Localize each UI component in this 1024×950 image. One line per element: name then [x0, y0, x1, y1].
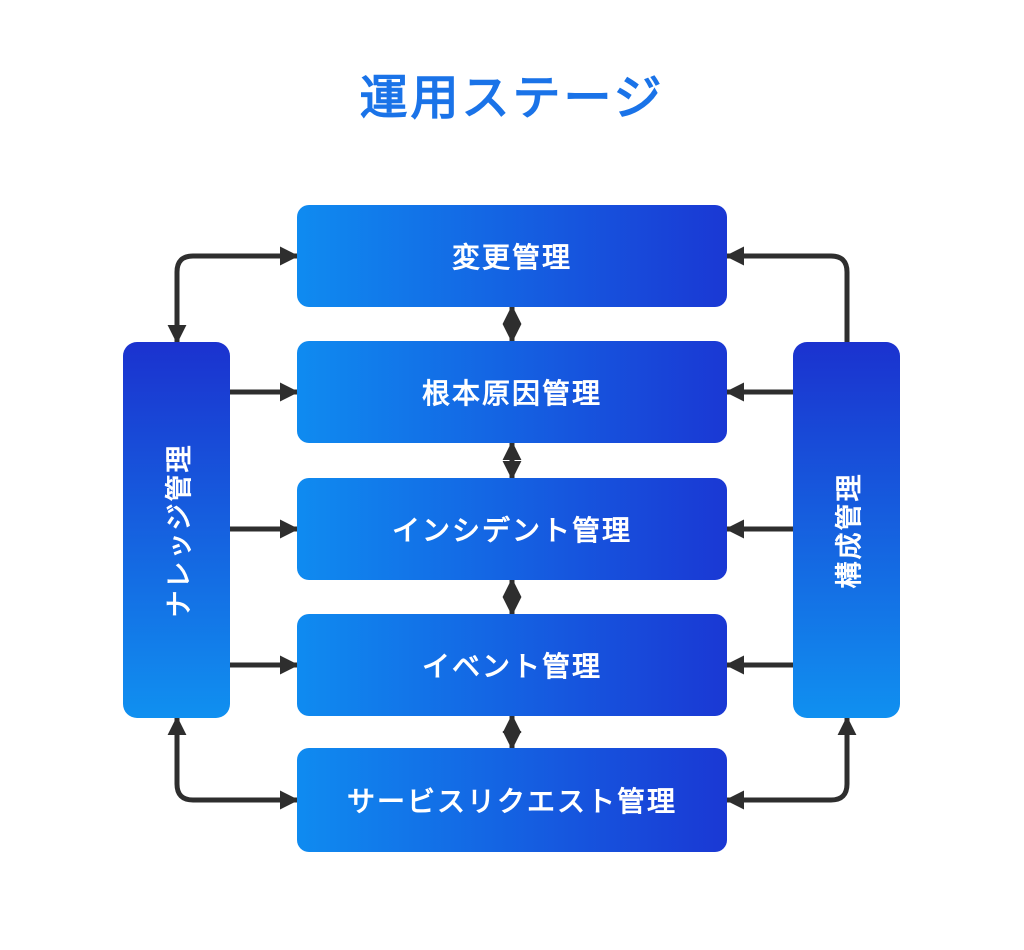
stage-box-event-management: イベント管理 [297, 614, 727, 716]
stage-box-label: 変更管理 [451, 242, 572, 273]
stage-box-label: 根本原因管理 [421, 378, 602, 409]
stage-box-label: イベント管理 [421, 651, 602, 682]
arrow-knowledge-change [167, 246, 299, 344]
stage-box-root-cause-management: 根本原因管理 [297, 341, 727, 443]
side-box-configuration-management: 構成管理 [793, 342, 900, 718]
stage-box-change-management: 変更管理 [297, 205, 727, 307]
stage-box-label: サービスリクエスト管理 [346, 786, 677, 817]
diagram-title: 運用ステージ [359, 72, 665, 125]
side-box-label: ナレッジ管理 [164, 443, 194, 617]
side-box-label: 構成管理 [834, 472, 864, 588]
arrow-config-service-request [725, 716, 857, 810]
stage-box-incident-management: インシデント管理 [297, 478, 727, 580]
arrow-config-change [725, 246, 850, 342]
stage-box-label: インシデント管理 [391, 515, 632, 546]
side-box-knowledge-management: ナレッジ管理 [123, 342, 230, 718]
stage-box-service-request-management: サービスリクエスト管理 [297, 748, 727, 852]
arrow-knowledge-service-request [167, 716, 299, 810]
